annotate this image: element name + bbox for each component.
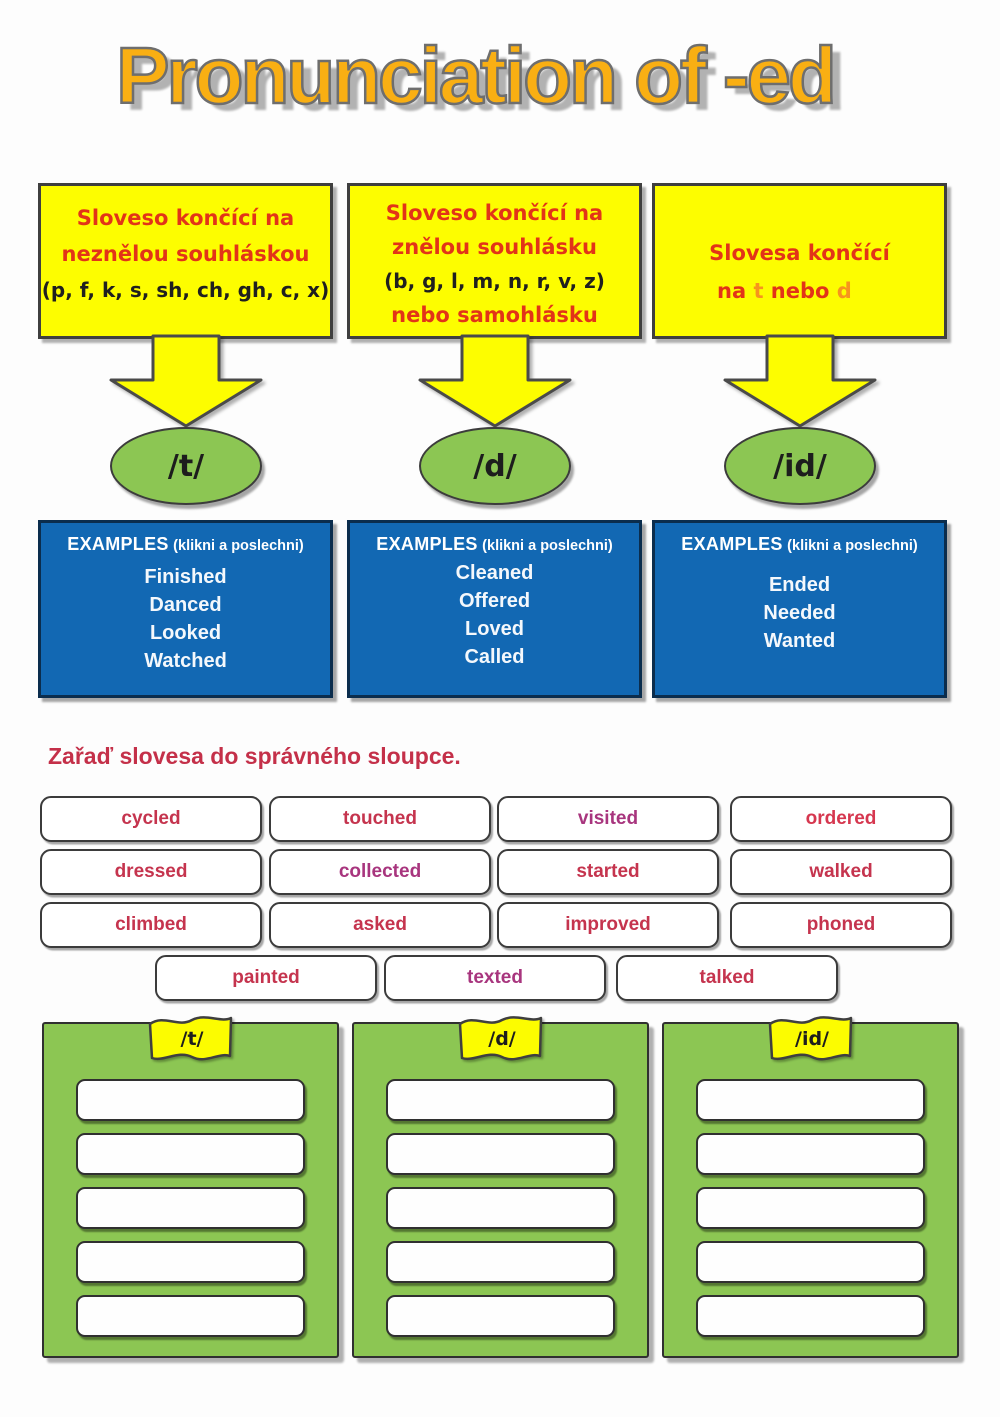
phoneme-label: /d/ <box>473 448 517 484</box>
rule-text: znělou souhlásku <box>392 235 597 259</box>
rule-letters: (p, f, k, s, sh, ch, gh, c, x) <box>41 278 330 302</box>
arrow-down-icon <box>723 334 877 428</box>
rule-text: na t nebo d <box>717 279 852 303</box>
word-chip[interactable]: walked <box>730 849 952 895</box>
flag-banner-icon: /id/ <box>768 1016 852 1061</box>
phoneme-label: /t/ <box>167 448 205 484</box>
audio-word[interactable]: Called <box>464 646 525 668</box>
audio-word[interactable]: Wanted <box>763 630 836 652</box>
audio-word[interactable]: Cleaned <box>455 562 534 584</box>
flag-label: /t/ <box>180 1028 203 1050</box>
flag-banner-icon: /t/ <box>148 1016 232 1061</box>
examples-box-d: EXAMPLES (klikni a poslechni) Cleaned Of… <box>347 520 642 698</box>
arrow-down-icon <box>109 334 263 428</box>
word-chip[interactable]: phoned <box>730 902 952 948</box>
audio-word[interactable]: Loved <box>465 618 524 640</box>
examples-box-t: EXAMPLES (klikni a poslechni) Finished D… <box>38 520 333 698</box>
phoneme-label: /id/ <box>773 448 827 484</box>
arrow-down-icon <box>418 334 572 428</box>
word-chip[interactable]: cycled <box>40 796 262 842</box>
word-chip[interactable]: dressed <box>40 849 262 895</box>
drop-slot[interactable] <box>386 1241 615 1283</box>
drop-slot[interactable] <box>386 1295 615 1337</box>
drop-slot[interactable] <box>696 1241 925 1283</box>
rule-letters: (b, g, l, m, n, r, v, z) <box>384 269 605 293</box>
word-chip[interactable]: ordered <box>730 796 952 842</box>
phoneme-ellipse-d: /d/ <box>419 427 571 505</box>
drop-slot[interactable] <box>696 1295 925 1337</box>
rule-text: Slovesa končící <box>709 241 890 265</box>
examples-box-id: EXAMPLES (klikni a poslechni) Ended Need… <box>652 520 947 698</box>
word-chip[interactable]: talked <box>616 955 838 1001</box>
word-chip[interactable]: touched <box>269 796 491 842</box>
drop-slot[interactable] <box>76 1241 305 1283</box>
examples-header: EXAMPLES (klikni a poslechni) <box>67 534 304 554</box>
phoneme-ellipse-id: /id/ <box>724 427 876 505</box>
sort-column-d: /d/ <box>352 1016 649 1358</box>
word-chip[interactable]: started <box>497 849 719 895</box>
rule-text: nebo samohlásku <box>391 303 598 327</box>
drop-slot[interactable] <box>76 1187 305 1229</box>
rule-text: Sloveso končící na <box>385 201 604 225</box>
drop-slot[interactable] <box>386 1079 615 1121</box>
word-chip[interactable]: asked <box>269 902 491 948</box>
phoneme-ellipse-t: /t/ <box>110 427 262 505</box>
audio-word[interactable]: Finished <box>144 566 227 588</box>
drop-slot[interactable] <box>696 1079 925 1121</box>
rule-box-t-d: Slovesa končící na t nebo d <box>652 183 947 339</box>
word-chip[interactable]: texted <box>384 955 606 1001</box>
rule-box-voiceless: Sloveso končící na neznělou souhláskou (… <box>38 183 333 339</box>
task-heading: Zařaď slovesa do správného sloupce. <box>48 743 461 769</box>
page-title: Pronunciation of -ed <box>115 30 838 122</box>
audio-word[interactable]: Danced <box>149 594 222 616</box>
audio-word[interactable]: Looked <box>149 622 222 644</box>
audio-word[interactable]: Needed <box>763 602 836 624</box>
word-chip[interactable]: visited <box>497 796 719 842</box>
flag-label: /id/ <box>795 1028 829 1050</box>
audio-word[interactable]: Ended <box>768 574 831 596</box>
sort-column-t: /t/ <box>42 1016 339 1358</box>
drop-slot[interactable] <box>76 1133 305 1175</box>
rule-text: Sloveso končící na <box>76 206 295 230</box>
drop-slot[interactable] <box>76 1079 305 1121</box>
word-chip[interactable]: climbed <box>40 902 262 948</box>
flag-label: /d/ <box>488 1028 516 1050</box>
sort-column-id: /id/ <box>662 1016 959 1358</box>
flag-banner-icon: /d/ <box>458 1016 542 1061</box>
word-chip[interactable]: painted <box>155 955 377 1001</box>
audio-word[interactable]: Offered <box>458 590 531 612</box>
word-chip[interactable]: collected <box>269 849 491 895</box>
examples-header: EXAMPLES (klikni a poslechni) <box>681 534 918 554</box>
drop-slot[interactable] <box>696 1133 925 1175</box>
drop-slot[interactable] <box>386 1187 615 1229</box>
rule-box-voiced: Sloveso končící na znělou souhlásku (b, … <box>347 183 642 339</box>
rule-text: neznělou souhláskou <box>61 242 310 266</box>
word-chip[interactable]: improved <box>497 902 719 948</box>
examples-header: EXAMPLES (klikni a poslechni) <box>376 534 613 554</box>
audio-word[interactable]: Watched <box>144 650 227 672</box>
drop-slot[interactable] <box>76 1295 305 1337</box>
drop-slot[interactable] <box>696 1187 925 1229</box>
drop-slot[interactable] <box>386 1133 615 1175</box>
